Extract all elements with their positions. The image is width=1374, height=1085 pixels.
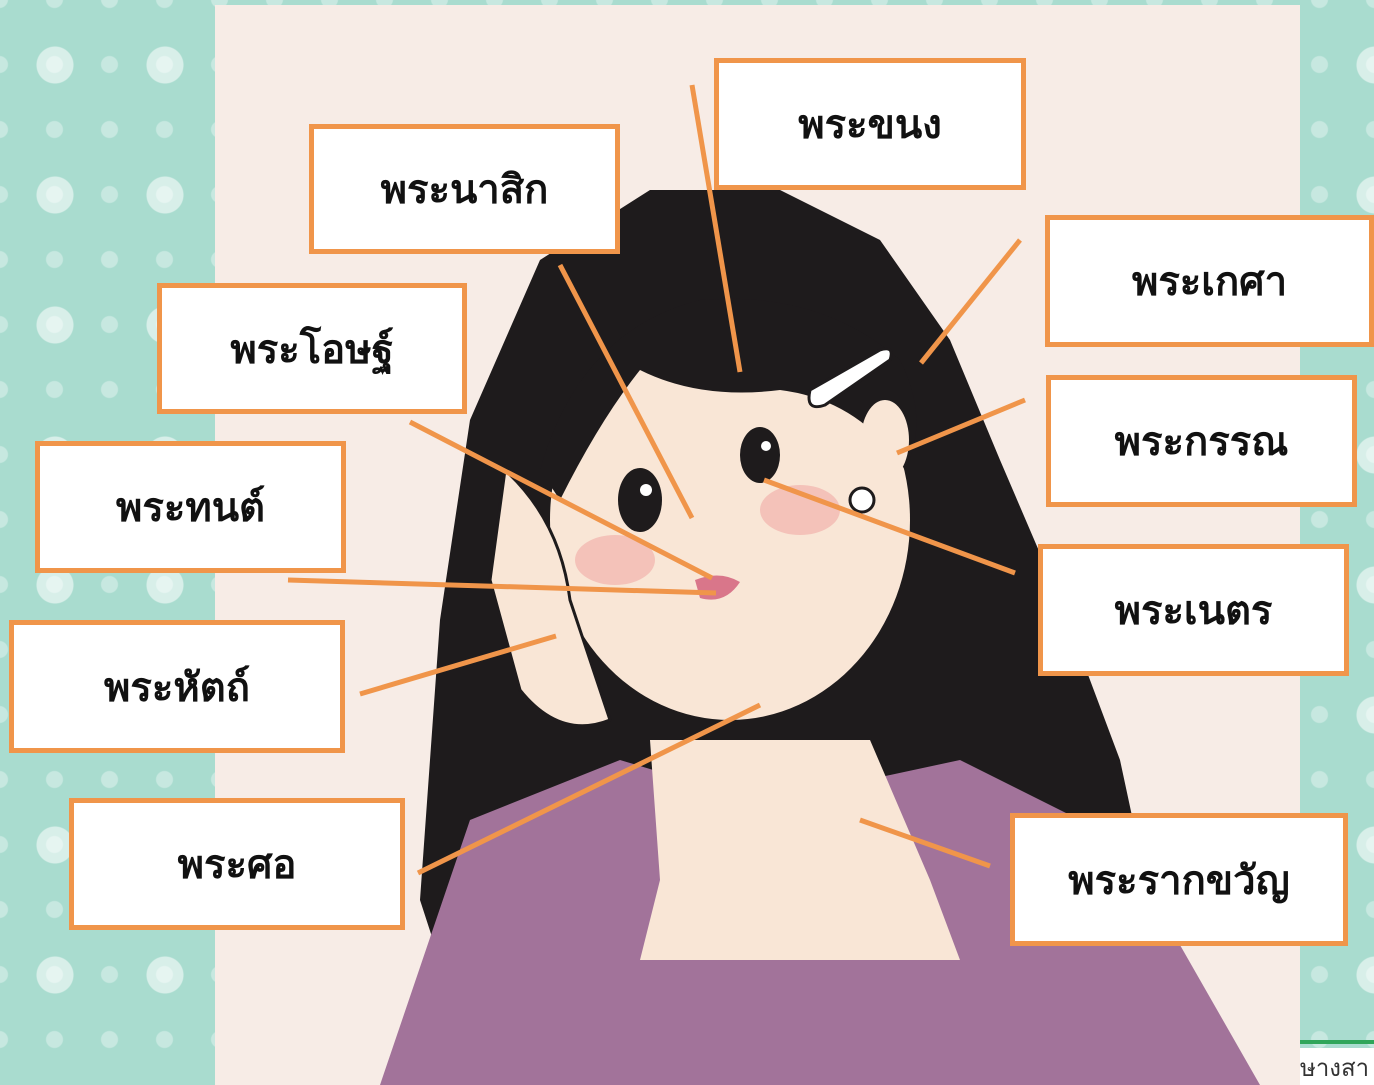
- neck: [640, 740, 960, 960]
- label-lips: พระโอษฐ์: [157, 283, 467, 414]
- label-teeth-text: พระทนต์: [115, 485, 266, 531]
- hand: [488, 466, 612, 728]
- footer-accent-bar: [1300, 1040, 1374, 1044]
- leader-ear: [896, 397, 1026, 456]
- footer-text: ษางสา: [1300, 1048, 1374, 1085]
- leader-nose: [557, 263, 695, 520]
- bangs: [540, 298, 917, 500]
- leader-hand: [359, 633, 557, 697]
- leader-eyebrow: [689, 84, 743, 373]
- eye-left: [618, 468, 662, 532]
- label-hair: พระเกศา: [1045, 215, 1374, 347]
- label-neck: พระศอ: [69, 798, 405, 930]
- leader-neck: [416, 702, 762, 876]
- ear: [861, 400, 909, 480]
- leader-hair: [919, 238, 1022, 365]
- label-ear: พระกรรณ: [1046, 375, 1357, 507]
- leader-lips: [408, 419, 714, 581]
- label-eyes: พระเนตร: [1038, 544, 1349, 676]
- earring: [848, 486, 876, 514]
- cheek-left: [575, 535, 655, 585]
- leader-collarbone: [859, 817, 991, 869]
- label-eyes-text: พระเนตร: [1114, 588, 1273, 634]
- leader-teeth: [287, 577, 717, 596]
- label-ear-text: พระกรรณ: [1114, 419, 1289, 465]
- label-nose: พระนาสิก: [309, 124, 620, 254]
- cheek-right: [760, 485, 840, 535]
- label-eyebrow: พระขนง: [714, 58, 1026, 190]
- leader-lines: [287, 84, 1026, 876]
- label-lips-text: พระโอษฐ์: [230, 326, 394, 373]
- label-hand: พระหัตถ์: [9, 620, 345, 753]
- label-nose-text: พระนาสิก: [380, 167, 549, 213]
- label-collarbone-text: พระรากขวัญ: [1068, 857, 1290, 904]
- label-hand-text: พระหัตถ์: [104, 664, 250, 711]
- label-hair-text: พระเกศา: [1131, 259, 1288, 305]
- label-neck-text: พระศอ: [177, 842, 297, 888]
- label-collarbone: พระรากขวัญ: [1010, 813, 1348, 946]
- hair-clip: [807, 347, 893, 409]
- label-eyebrow-text: พระขนง: [798, 102, 942, 148]
- eye-right: [740, 427, 780, 483]
- leader-eyes: [763, 477, 1016, 576]
- label-teeth: พระทนต์: [35, 441, 346, 573]
